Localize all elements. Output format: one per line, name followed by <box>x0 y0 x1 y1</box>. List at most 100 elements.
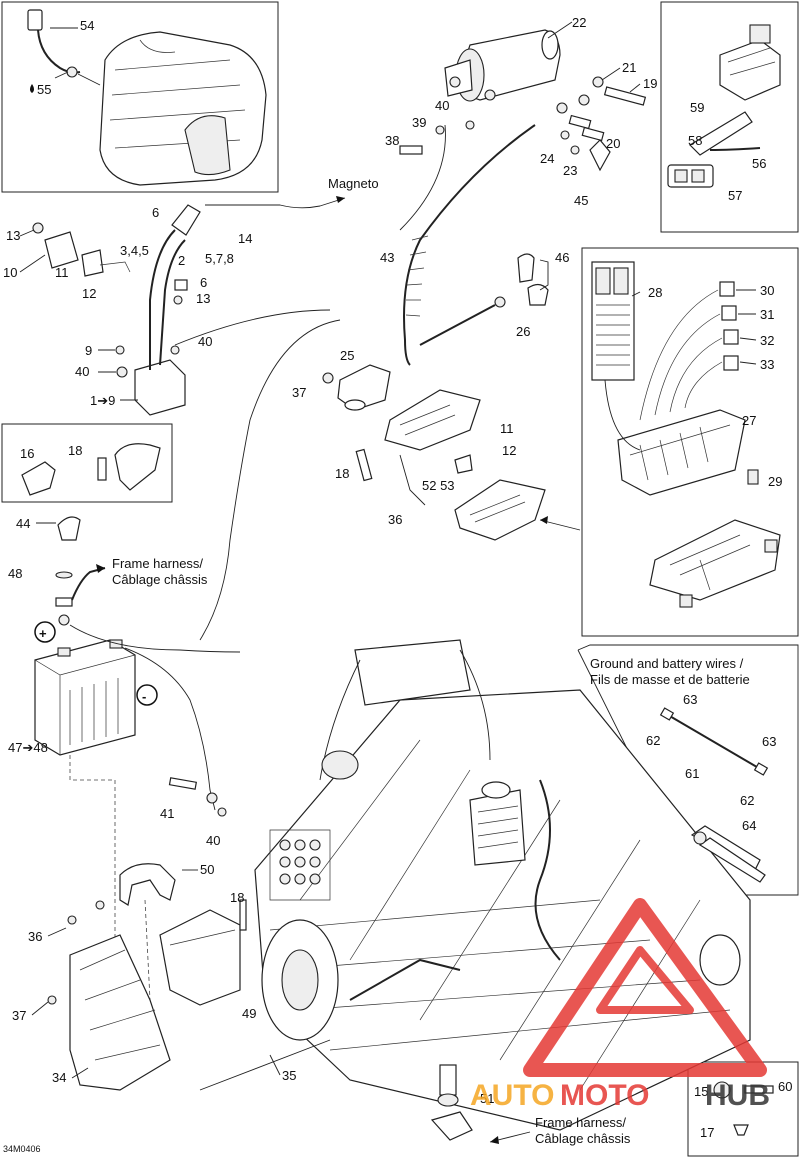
callout-24: 24 <box>540 151 554 166</box>
callout-36-center: 36 <box>388 512 402 527</box>
callout-57: 57 <box>728 188 742 203</box>
callout-12-left: 12 <box>82 286 96 301</box>
magneto-leader <box>205 197 346 209</box>
inset-box-brackets <box>1 423 173 503</box>
callout-34: 34 <box>52 1070 66 1085</box>
harness-43 <box>403 124 536 366</box>
callout-38: 38 <box>385 133 399 148</box>
callout-9: 9 <box>85 343 92 358</box>
callout-45: 45 <box>574 193 588 208</box>
ground-wire-illustration <box>659 707 769 776</box>
callout-5-7-8: 5,7,8 <box>205 251 234 266</box>
boot-illustration <box>517 253 549 306</box>
fuse-holder-illustration <box>649 519 781 608</box>
watermark-logo: AUTO MOTO HUB <box>470 898 770 1112</box>
callout-41: 41 <box>160 806 174 821</box>
mount-plate-illustration <box>355 389 481 506</box>
battery-illustration <box>34 639 136 756</box>
callout-49: 49 <box>242 1006 256 1021</box>
callout-6-mid: 6 <box>200 275 207 290</box>
callout-51: 51 <box>480 1091 494 1106</box>
frame-harness-wire-top <box>71 567 106 601</box>
label-frame-harness-top-en: Frame harness/ <box>112 556 203 571</box>
callout-16: 16 <box>20 446 34 461</box>
callout-54: 54 <box>80 18 94 33</box>
callout-23: 23 <box>563 163 577 178</box>
callout-19: 19 <box>643 76 657 91</box>
callout-13-top: 13 <box>6 228 20 243</box>
callout-59: 59 <box>690 100 704 115</box>
regulator-illustration <box>32 204 201 416</box>
label-ground-battery-wires-en: Ground and battery wires / <box>590 656 744 671</box>
callout-12-center: 12 <box>502 443 516 458</box>
svg-text:-: - <box>142 689 146 704</box>
inset-box-fusebox <box>581 247 799 637</box>
vehicle-frame-illustration <box>199 639 751 1131</box>
callout-1-9: 1➔9 <box>90 393 115 408</box>
callout-63-right: 63 <box>762 734 776 749</box>
callout-40-battery: 40 <box>206 833 220 848</box>
label-frame-harness-bottom-fr: Câblage châssis <box>535 1131 631 1146</box>
starter-hardware <box>399 76 647 172</box>
callout-62-top: 62 <box>646 733 660 748</box>
callout-40-right: 40 <box>198 334 212 349</box>
callout-35: 35 <box>282 1068 296 1083</box>
callout-18-inset: 18 <box>68 443 82 458</box>
plus-terminal-icon: + <box>34 621 56 643</box>
inset-box-muffler <box>1 1 279 193</box>
callout-11-center: 11 <box>500 421 514 436</box>
fuses-illustration <box>719 281 739 371</box>
label-frame-harness-bottom-en: Frame harness/ <box>535 1115 626 1130</box>
callout-39: 39 <box>412 115 426 130</box>
main-harness-wire <box>199 319 341 641</box>
callout-11-left: 11 <box>55 265 69 280</box>
watermark-text-moto: MOTO <box>560 1079 649 1112</box>
relay-illustration <box>322 364 391 411</box>
callout-52-53: 52 53 <box>422 478 455 493</box>
muffler-illustration <box>27 9 267 186</box>
callout-10: 10 <box>3 265 17 280</box>
callout-56: 56 <box>752 156 766 171</box>
inset-box-fasteners <box>687 1061 799 1157</box>
callout-26: 26 <box>516 324 530 339</box>
callout-33: 33 <box>760 357 774 372</box>
callout-55: 55 <box>37 82 51 97</box>
starter-illustration <box>444 29 561 102</box>
label-ground-battery-wires-fr: Fils de masse et de batterie <box>590 672 750 687</box>
fuse-label-illustration <box>591 261 635 381</box>
battery-terminal-parts <box>55 516 81 626</box>
callout-27: 27 <box>742 413 756 428</box>
fasteners-illustration <box>713 1081 774 1136</box>
crimp-tool-illustration <box>690 825 766 883</box>
callout-28: 28 <box>648 285 662 300</box>
callout-2: 2 <box>178 253 185 268</box>
callout-44: 44 <box>16 516 30 531</box>
callout-43: 43 <box>380 250 394 265</box>
callout-64: 64 <box>742 818 756 833</box>
callout-60: 60 <box>778 1079 792 1094</box>
callout-3-4-5: 3,4,5 <box>120 243 149 258</box>
cover-illustration <box>454 479 546 541</box>
callout-31: 31 <box>760 307 774 322</box>
svg-text:+: + <box>39 626 47 641</box>
watermark-text-hub: HUB <box>705 1079 770 1112</box>
battery-tray-illustration <box>47 900 171 1091</box>
callout-15: 15 <box>694 1084 708 1099</box>
callout-40-left: 40 <box>75 364 89 379</box>
callout-61: 61 <box>685 766 699 781</box>
callout-50: 50 <box>200 862 214 877</box>
callout-29: 29 <box>768 474 782 489</box>
watermark-triangle-icon <box>523 898 767 1077</box>
label-frame-harness-top-fr: Câblage châssis <box>112 572 208 587</box>
brackets-illustration <box>21 443 161 496</box>
callout-40-starter: 40 <box>435 98 449 113</box>
callout-58: 58 <box>688 133 702 148</box>
callout-6-top: 6 <box>152 205 159 220</box>
callout-36-lower: 36 <box>28 929 42 944</box>
callout-46: 46 <box>555 250 569 265</box>
watermark-text-auto: AUTO <box>470 1079 554 1112</box>
callout-32: 32 <box>760 333 774 348</box>
label-magneto: Magneto <box>328 176 379 191</box>
callout-37-top: 37 <box>292 385 306 400</box>
battery-strap-illustration <box>119 863 176 906</box>
